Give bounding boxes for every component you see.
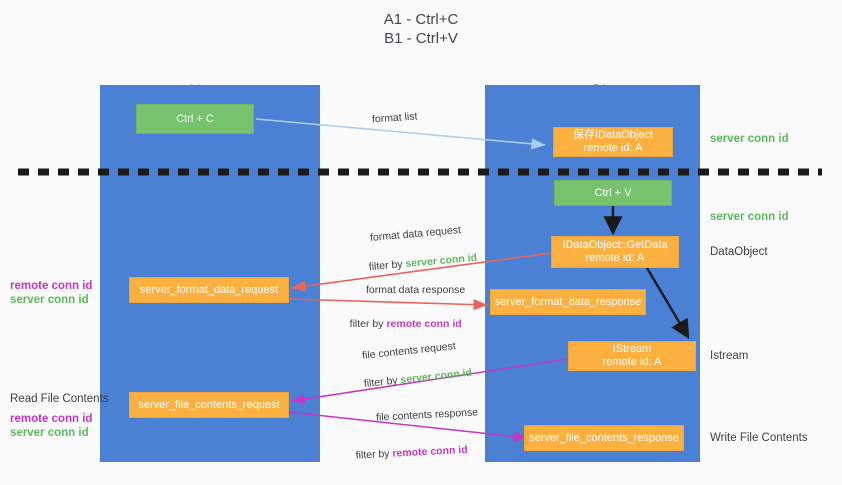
filter-value-remote-conn-id: remote conn id bbox=[386, 318, 462, 330]
filter-prefix: filter by bbox=[368, 258, 406, 274]
annotation-istream: Istream bbox=[710, 350, 749, 362]
edge-label-format-data-response-filter: filter by remote conn id bbox=[338, 305, 462, 344]
edge-label-file-contents-response-filter: filter by remote conn id bbox=[343, 431, 469, 476]
annotation-remote-conn-id-2: remote conn id bbox=[10, 413, 93, 425]
annotation-read-file-contents: Read File Contents bbox=[10, 393, 109, 405]
filter-value-server-conn-id: server conn id bbox=[404, 251, 478, 270]
page-title: A1 - Ctrl+C B1 - Ctrl+V bbox=[383, 11, 459, 47]
edge-label-format-data-response: format data response bbox=[366, 284, 466, 296]
node-ctrl-v[interactable]: Ctrl + V bbox=[554, 180, 672, 206]
annotation-remote-conn-id-1: remote conn id bbox=[10, 280, 93, 292]
node-idataobject-getdata[interactable]: IDataObject::GetData remote id: A bbox=[551, 236, 679, 268]
filter-value-server-conn-id: server conn id bbox=[399, 366, 473, 387]
annotation-server-conn-id-top: server conn id bbox=[710, 133, 789, 145]
node-server-file-contents-request[interactable]: server_file_contents_request bbox=[129, 392, 289, 418]
annotation-server-conn-id-mid: server conn id bbox=[710, 211, 789, 223]
node-ctrl-c[interactable]: Ctrl + C bbox=[136, 104, 254, 134]
filter-value-remote-conn-id: remote conn id bbox=[392, 443, 468, 460]
edge-label-file-contents-response: file contents response bbox=[375, 406, 479, 424]
filter-prefix: filter by bbox=[355, 447, 393, 462]
node-server-format-data-response[interactable]: server_format_data_response bbox=[490, 289, 646, 315]
node-server-file-contents-response[interactable]: server_file_contents_response bbox=[524, 425, 684, 451]
annotation-server-conn-id-1: server conn id bbox=[10, 294, 89, 306]
node-istream[interactable]: IStream remote id: A bbox=[568, 341, 696, 371]
edge-label-format-list: format list bbox=[371, 110, 418, 126]
filter-prefix: filter by bbox=[349, 318, 387, 330]
filter-prefix: filter by bbox=[363, 374, 402, 391]
annotation-dataobject: DataObject bbox=[710, 246, 768, 258]
annotation-server-conn-id-2: server conn id bbox=[10, 427, 89, 439]
node-server-format-data-request[interactable]: server_format_data_request bbox=[129, 277, 289, 303]
edge-label-format-data-request-filter: filter by server conn id bbox=[356, 239, 479, 288]
node-store-idataobject[interactable]: 保存IDataObject remote id: A bbox=[553, 127, 673, 157]
annotation-write-file-contents: Write File Contents bbox=[710, 432, 808, 444]
